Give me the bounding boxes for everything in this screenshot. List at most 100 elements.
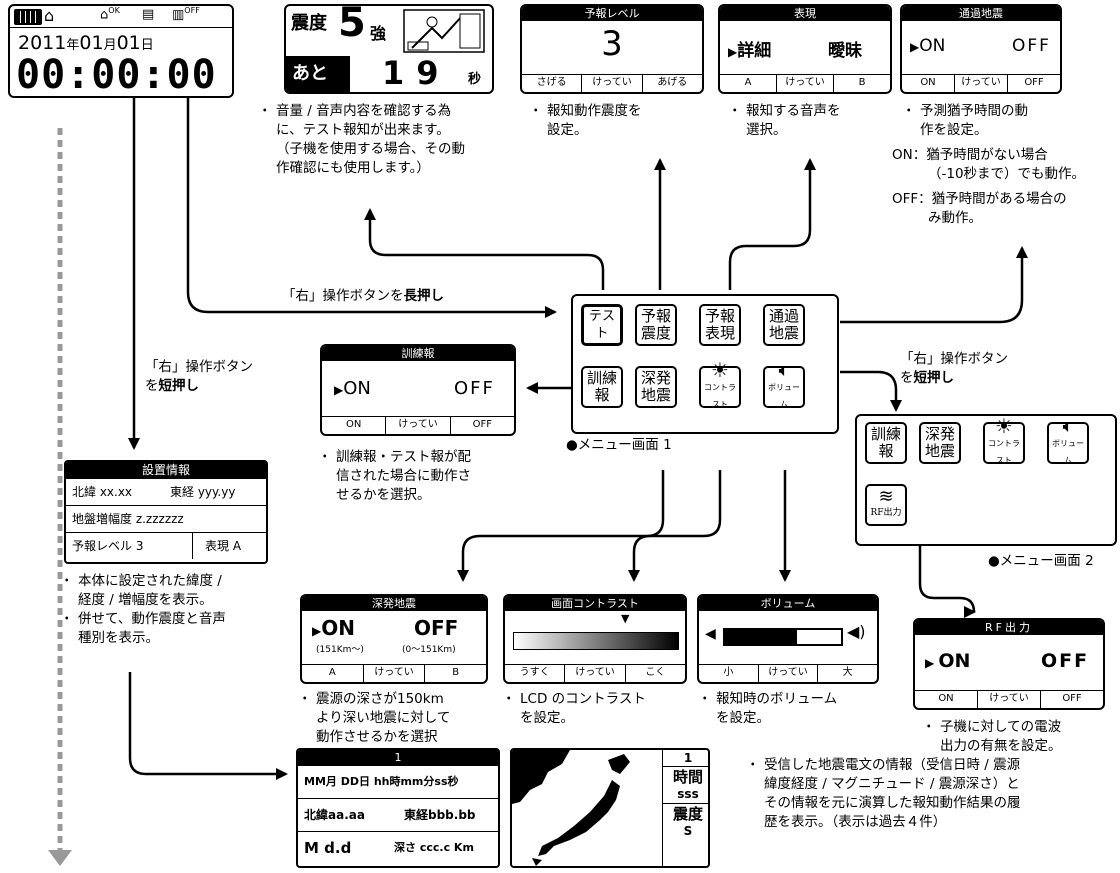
menu-kunren-item[interactable]: 訓練報 [581,366,623,408]
koku-button[interactable]: こく [624,665,685,682]
tsuka-screen: 通過地震 ▶ON OFF ON けってい OFF [900,4,1062,94]
kyo-label: 強 [370,24,387,43]
off-button[interactable]: OFF [1007,75,1060,92]
menu-shinpatsu-item[interactable]: 深発地震 [635,366,677,408]
yoho-buttons: さげる けってい あげる [522,74,702,92]
arrow-to-menu2 [840,370,902,412]
rf-off[interactable]: OFF [1041,650,1090,672]
countdown-value: 19 [382,54,451,92]
kettei-button[interactable]: けってい [564,665,624,682]
menu2-rf-item[interactable]: ≋RF出力 [865,484,907,526]
kettei-button[interactable]: けってい [385,417,449,434]
tsuka-note: ・予測猶予時間の動作を設定。 [902,103,1028,138]
a-button[interactable]: A [328,667,336,678]
a-button[interactable]: A [744,77,752,88]
history-num: 1 [298,750,498,766]
tsuka-on[interactable]: ▶ON [910,36,946,56]
cursor-icon: ▶ [728,45,738,59]
clock-screen: ⌂ ⌂OK ▤ ▥OFF 2011年01月01日 00:00:00 [8,4,234,98]
rf-buttons: ON けってい OFF [915,690,1103,708]
contrast-title: 画面コントラスト [505,596,685,611]
flow-end-arrow [48,850,72,866]
off-button[interactable]: OFF [1040,691,1103,708]
ageru-button[interactable]: あげる [641,75,702,92]
shindo-value: 5 [338,4,366,46]
speaker-loud-icon: ◀) [847,622,866,641]
clock-date: 2011年01月01日 [18,32,154,54]
cursor-icon: ▶ [334,383,344,397]
arrow-to-rf [918,546,980,614]
menu-yoho-hyogen-item[interactable]: 予報表現 [699,304,741,346]
tsuka-on-desc: ON：猶予時間がない場合（-10秒まで）でも動作。 [892,147,1086,182]
hyogen-opt2[interactable]: 曖昧 [828,41,862,61]
short-press-right-label: 「右」操作ボタンを短押し [900,351,1008,386]
kettei-button[interactable]: けってい [977,691,1040,708]
on-button[interactable]: ON [345,419,362,430]
volume-bar[interactable] [723,628,843,646]
setchi-row3: 予報レベル 3 表現 A [66,533,266,559]
arrow-to-tsuka [840,246,1028,324]
setchi-title: 設置情報 [66,462,266,479]
contrast-note: ・LCD のコントラストを設定。 [502,691,646,726]
menu2-contrast-item[interactable]: ☀コントラスト [983,416,1025,465]
kettei-button[interactable]: けってい [757,665,818,682]
history-note: ・受信した地震電文の情報（受信日時 / 震源緯度経度 / マグニチュード / 震… [746,757,1021,830]
kunren-off[interactable]: OFF [454,378,495,399]
tsuka-off[interactable]: OFF [1012,36,1051,56]
b-button[interactable]: B [833,75,890,92]
doc-icon: ▤ [142,7,155,22]
clock-status-bar: ⌂ ⌂OK ▤ ▥OFF [14,6,224,26]
byo-label: 秒 [468,72,482,87]
yoho-value: 3 [601,24,623,64]
shinpatsu-screen: 深発地震 ▶ON OFF (151Km～) (0～151Km) A けってい B [300,594,488,684]
usuku-button[interactable]: うすく [519,667,550,678]
rf-title: RF出力 [915,620,1103,635]
history-map-panel: 1 時間 sss 震度 S [662,750,708,866]
menu-tsuka-item[interactable]: 通過地震 [763,304,805,346]
b-button[interactable]: B [424,665,486,682]
dai-button[interactable]: 大 [817,665,877,682]
menu2-kunren-item[interactable]: 訓練報 [865,422,907,464]
japan-map [512,750,630,866]
setchi-note: ・本体に設定された緯度 /経度 / 増幅度を表示。 ・併せて、動作震度と音声種別… [60,573,226,646]
off-button[interactable]: OFF [449,417,514,434]
arrow-to-history [128,672,288,780]
kettei-button[interactable]: けってい [776,75,833,92]
speaker-icon: 🔈︎ [778,359,790,381]
contrast-buttons: うすく けってい こく [505,664,685,682]
menu2-shinpatsu-item[interactable]: 深発地震 [919,422,961,464]
rf-on[interactable]: ▶ ON [925,650,971,672]
menu2-volume-item[interactable]: 🔈︎ボリューム [1047,417,1089,465]
falling-room-icon [402,8,486,54]
speaker-small-icon: ◀ [705,626,716,642]
menu-yoho-shindo-item[interactable]: 予報震度 [635,304,677,346]
kettei-button[interactable]: けってい [954,75,1007,92]
arrow-to-hyogen [728,158,816,290]
contrast-gradient-bar[interactable] [513,632,679,650]
shinpatsu-on[interactable]: ▶ON [312,616,355,640]
hyogen-note: ・報知する音声を選択。 [728,103,841,138]
volume-screen: ボリューム ◀ ◀) 小 けってい 大 [697,594,879,684]
menu-test-item[interactable]: テスト [581,304,623,346]
kunren-title: 訓練報 [322,346,514,361]
kettei-button[interactable]: けってい [581,75,641,92]
setchi-row2: 地盤増幅度 z.zzzzzz [66,506,266,533]
on-button[interactable]: ON [920,77,936,88]
sho-button[interactable]: 小 [723,667,734,678]
on-button[interactable]: ON [938,693,954,704]
kunren-on[interactable]: ▶ON [334,378,371,399]
menu-screen-2: 訓練報 深発地震 ☀コントラスト 🔈︎ボリューム ≋RF出力 [855,414,1117,546]
menu-contrast-item[interactable]: ☀コントラスト [699,360,741,409]
kettei-button[interactable]: けってい [362,665,425,682]
shinpatsu-off[interactable]: OFF [414,616,459,640]
menu-volume-item[interactable]: 🔈︎ボリューム [763,361,805,409]
long-press-label: 「右」操作ボタンを長押し [282,288,444,304]
sun-icon: ☀ [995,414,1013,438]
sageru-button[interactable]: さげる [536,77,567,88]
yoho-note: ・報知動作震度を設定。 [529,103,642,138]
